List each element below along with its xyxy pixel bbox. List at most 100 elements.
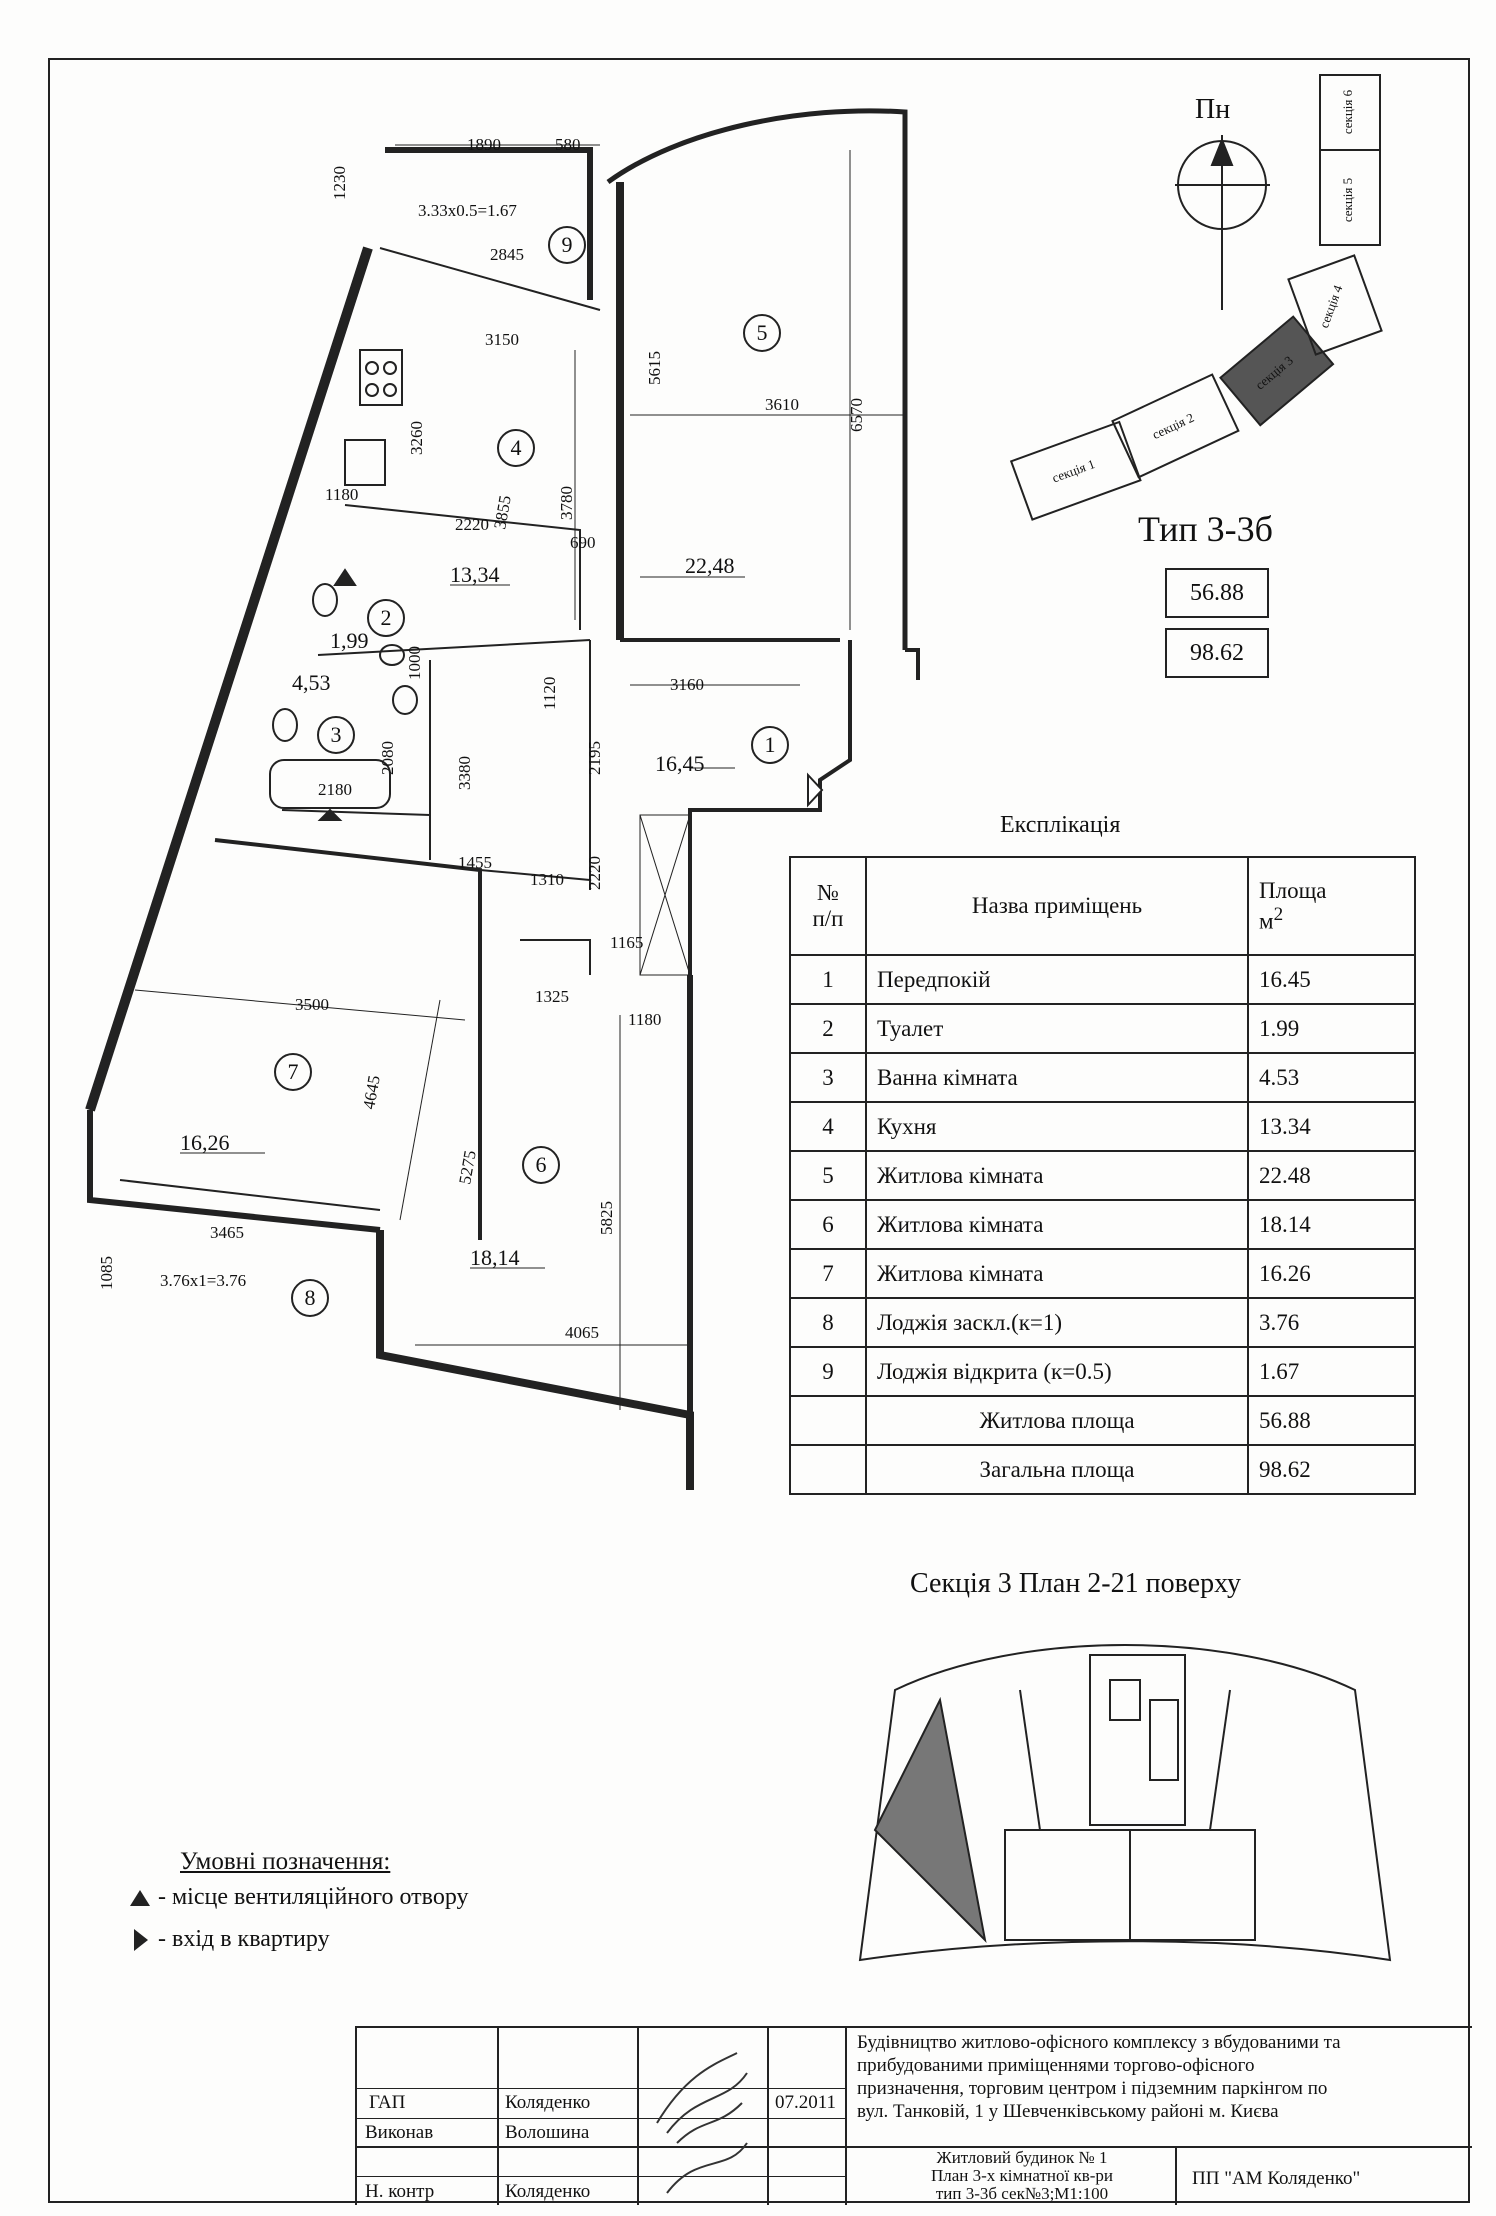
dimension: 5275 xyxy=(455,1149,480,1186)
project-line: призначення, торговим центром і підземни… xyxy=(857,2078,1328,2099)
apartment-type-label: Тип 3-3б xyxy=(1138,509,1273,549)
partition-kitchen-north xyxy=(379,247,601,311)
toilet-icon xyxy=(392,685,418,715)
sink-icon xyxy=(344,439,386,486)
section-label: секція 2 xyxy=(1150,410,1197,442)
project-line: вул. Танковій, 1 у Шевченківському район… xyxy=(857,2101,1279,2122)
project-line: Будівництво житлово-офісного комплексу з… xyxy=(857,2032,1341,2053)
dimension: 6570 xyxy=(847,398,866,432)
core-block xyxy=(1089,1654,1186,1826)
room-area: 1,99 xyxy=(330,628,369,653)
dimension: 4645 xyxy=(359,1074,384,1111)
partition-corridor xyxy=(479,869,591,881)
name-executor: Волошина xyxy=(505,2122,590,2143)
room-area: 18,14 xyxy=(470,1245,520,1270)
dimension: 3260 xyxy=(407,421,426,455)
dimension: 1455 xyxy=(458,853,492,872)
room-number: 7 xyxy=(288,1059,299,1084)
dimension: 5615 xyxy=(645,351,664,385)
dim-line xyxy=(399,999,441,1221)
dimension: 3160 xyxy=(670,675,704,694)
burner-icon xyxy=(383,383,397,397)
wall-east-room5 xyxy=(905,648,920,680)
wall-curved-room5 xyxy=(606,108,908,650)
partition-bath xyxy=(281,809,431,816)
dimension: 2080 xyxy=(378,741,397,775)
sheet-line: тип 3-3б сек№3;М1:100 xyxy=(935,2184,1109,2203)
partition xyxy=(1209,1689,1231,1831)
explication-title: Експлікація xyxy=(1000,812,1121,838)
dimension: 690 xyxy=(570,533,596,552)
apartment-highlight xyxy=(873,1696,987,1943)
room-area: 4,53 xyxy=(292,670,331,695)
divider xyxy=(357,2088,845,2089)
shaft-cross-2 xyxy=(639,814,691,976)
stair-icon xyxy=(1149,1699,1179,1781)
section-label: секція 1 xyxy=(1050,456,1097,485)
partition-room6-north xyxy=(520,939,591,975)
partition-wc xyxy=(317,639,591,656)
divider xyxy=(357,2176,845,2177)
signature-icon xyxy=(656,2052,748,2194)
company-name: ПП "АМ Коляденко" xyxy=(1192,2168,1361,2189)
divider xyxy=(637,2028,639,2205)
divider xyxy=(357,2146,1472,2148)
section-label: секція 5 xyxy=(1340,178,1355,222)
legend-entry: - вхід в квартиру xyxy=(130,1926,330,1953)
room-marker-6 xyxy=(522,1146,560,1184)
dimension: 1120 xyxy=(540,677,559,710)
room-number: 4 xyxy=(511,435,522,460)
name-control: Коляденко xyxy=(505,2181,591,2202)
divider xyxy=(497,2028,499,2205)
partition xyxy=(1019,1689,1041,1831)
dimension: 3855 xyxy=(490,494,515,531)
room-number: 6 xyxy=(536,1152,547,1177)
wc-basin-icon xyxy=(379,644,405,666)
floor-outline xyxy=(858,1644,1392,1962)
date: 07.2011 xyxy=(775,2092,837,2113)
sheet-line: План 3-х кімнатної кв-ри xyxy=(930,2166,1114,2185)
dimension: 1325 xyxy=(535,987,569,1006)
room-marker-5 xyxy=(743,314,781,352)
dimension: 2220 xyxy=(455,515,489,534)
dimension: 3150 xyxy=(485,330,519,349)
entry-marker-icon xyxy=(807,772,824,808)
room-number: 1 xyxy=(765,732,776,757)
vent-marker-icon xyxy=(317,808,343,821)
legend-vent: - місце вентиляційного отвору xyxy=(130,1884,469,1911)
role-control: Н. контр xyxy=(365,2181,435,2202)
wall-south xyxy=(376,1230,694,1490)
partition-room7-south xyxy=(119,1179,381,1211)
dimension: 3465 xyxy=(210,1223,244,1242)
section-label: секція 4 xyxy=(1316,283,1345,330)
vent-marker-icon xyxy=(333,568,357,586)
room-number: 5 xyxy=(757,320,768,345)
section-4-outline xyxy=(1287,254,1383,356)
lift-icon xyxy=(1109,1679,1141,1721)
dimension: 3380 xyxy=(455,756,474,790)
room-number: 9 xyxy=(562,232,573,257)
room-area: 16,45 xyxy=(655,751,705,776)
legend-title: Умовні позначення: xyxy=(180,1848,391,1875)
loggia-formula: 3.76x1=3.76 xyxy=(160,1271,246,1290)
partition-room7 xyxy=(214,838,482,1240)
wall-loggia-8 xyxy=(87,1110,381,1233)
dimension: 1180 xyxy=(628,1010,661,1029)
dimension: 4065 xyxy=(565,1323,599,1342)
room-marker-4 xyxy=(497,429,535,467)
stove-icon xyxy=(359,349,403,406)
living-area-box: 56.88 xyxy=(1165,568,1269,618)
partition-kitchen-south xyxy=(344,504,581,630)
dimension: 3780 xyxy=(557,486,576,520)
room-marker-3 xyxy=(317,716,355,754)
